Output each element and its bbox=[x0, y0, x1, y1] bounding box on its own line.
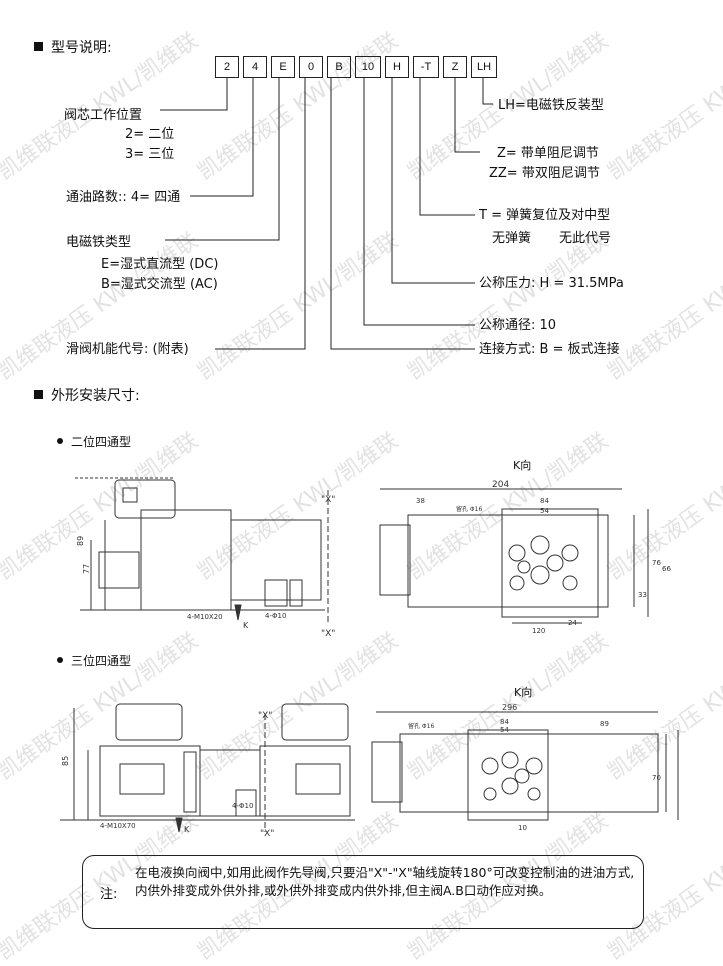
label-no-code: 无此代号 bbox=[559, 231, 612, 246]
code-box: 10 bbox=[355, 56, 381, 78]
two-position-heading: 二位四通型 bbox=[57, 435, 131, 450]
x-label-top: "X" bbox=[321, 495, 335, 505]
dim-89: 89 bbox=[76, 536, 85, 546]
label-solenoid-type: 电磁铁类型 bbox=[66, 235, 132, 250]
code-box: -T bbox=[413, 56, 439, 78]
square-bullet-icon bbox=[34, 390, 43, 399]
code-box: H bbox=[385, 56, 409, 78]
label-two-position: 2= 二位 bbox=[125, 127, 175, 142]
note-label: 注: bbox=[100, 887, 118, 902]
code-box: LH bbox=[471, 56, 497, 78]
two-position-k-view: 204 38 84 54 留孔 Φ16 120 24 76 66 33 bbox=[379, 480, 671, 635]
x-label-top: "X" bbox=[258, 711, 272, 721]
model-leader-lines bbox=[160, 77, 493, 350]
model-heading: 型号说明: bbox=[34, 39, 112, 57]
dim-296: 296 bbox=[502, 703, 517, 712]
hole-label: 留孔 Φ16 bbox=[408, 722, 434, 730]
label-no-spring: 无弹簧 bbox=[492, 231, 532, 246]
label-solenoid-b: B=湿式交流型 (AC) bbox=[101, 277, 218, 292]
code-box: E bbox=[271, 56, 295, 78]
k-arrow-label: K bbox=[184, 825, 190, 834]
dim-24: 24 bbox=[568, 619, 577, 627]
dim-70: 70 bbox=[652, 774, 661, 782]
label-ports: 通油路数:: 4= 四通 bbox=[66, 190, 181, 205]
x-label-bottom: "X" bbox=[260, 829, 274, 839]
label-pressure: 公称压力: H = 31.5MPa bbox=[479, 276, 624, 291]
three-position-heading: 三位四通型 bbox=[57, 654, 131, 669]
label-diameter: 公称通径: 10 bbox=[479, 318, 557, 333]
label-solenoid-e: E=湿式直流型 (DC) bbox=[101, 257, 219, 272]
model-heading-text: 型号说明: bbox=[51, 40, 112, 56]
dimensions-heading: 外形安装尺寸: bbox=[34, 387, 140, 405]
hole-label: 留孔 Φ16 bbox=[456, 505, 482, 513]
k-arrow-label: K bbox=[243, 621, 249, 630]
three-position-side-view: 85 "X" "X" 4-M10X70 4-Φ10 K bbox=[60, 703, 355, 839]
dim-10: 10 bbox=[518, 824, 527, 832]
dim-54: 54 bbox=[500, 726, 509, 734]
pin-label: 4-Φ10 bbox=[232, 802, 253, 810]
dim-66: 66 bbox=[662, 565, 671, 573]
code-box: 0 bbox=[299, 56, 323, 78]
note-box bbox=[82, 855, 644, 929]
two-position-side-view: 89 77 "X" "X" 4-M10X20 4-Φ10 K bbox=[75, 477, 335, 639]
dim-38: 38 bbox=[416, 497, 425, 505]
dim-120: 120 bbox=[532, 627, 545, 635]
dim-84: 84 bbox=[540, 497, 549, 505]
note-text: 在电液换向阀中,如用此阀作先导阀,只要沿"X"-"X"轴线旋转180°可改变控制… bbox=[135, 865, 635, 898]
label-zz: ZZ= 带双阻尼调节 bbox=[489, 166, 600, 181]
label-lh: LH=电磁铁反装型 bbox=[498, 98, 604, 113]
dim-76: 76 bbox=[652, 559, 661, 567]
round-bullet-icon bbox=[57, 438, 63, 444]
dim-204: 204 bbox=[492, 480, 509, 490]
screw-label: 4-M10X20 bbox=[187, 613, 223, 621]
label-z: Z= 带单阻尼调节 bbox=[497, 146, 599, 161]
dimensions-heading-text: 外形安装尺寸: bbox=[51, 388, 140, 404]
x-label-bottom: "X" bbox=[321, 629, 335, 639]
k-view-label: K向 bbox=[513, 459, 532, 472]
three-position-heading-text: 三位四通型 bbox=[71, 654, 132, 668]
code-box: B bbox=[327, 56, 351, 78]
label-connection: 连接方式: B = 板式连接 bbox=[479, 342, 620, 357]
pin-label: 4-Φ10 bbox=[265, 612, 286, 620]
label-slide-function: 滑阀机能代号: (附表) bbox=[66, 342, 189, 357]
dim-33: 33 bbox=[638, 591, 647, 599]
two-position-heading-text: 二位四通型 bbox=[71, 435, 132, 449]
dim-77: 77 bbox=[82, 564, 91, 574]
square-bullet-icon bbox=[34, 42, 43, 51]
screw-label: 4-M10X70 bbox=[100, 822, 136, 830]
three-position-k-view: 296 84 54 89 留孔 Φ16 70 10 bbox=[371, 703, 679, 832]
dim-85: 85 bbox=[61, 756, 70, 766]
dim-54: 54 bbox=[540, 507, 549, 515]
label-spool-position: 阀芯工作位置 bbox=[64, 108, 143, 123]
label-t: T = 弹簧复位及对中型 bbox=[479, 208, 611, 223]
dim-89: 89 bbox=[600, 720, 609, 728]
dim-84: 84 bbox=[500, 718, 509, 726]
label-three-position: 3= 三位 bbox=[125, 147, 175, 162]
k-view-label: K向 bbox=[514, 686, 533, 699]
round-bullet-icon bbox=[57, 657, 63, 663]
code-box: 4 bbox=[243, 56, 267, 78]
